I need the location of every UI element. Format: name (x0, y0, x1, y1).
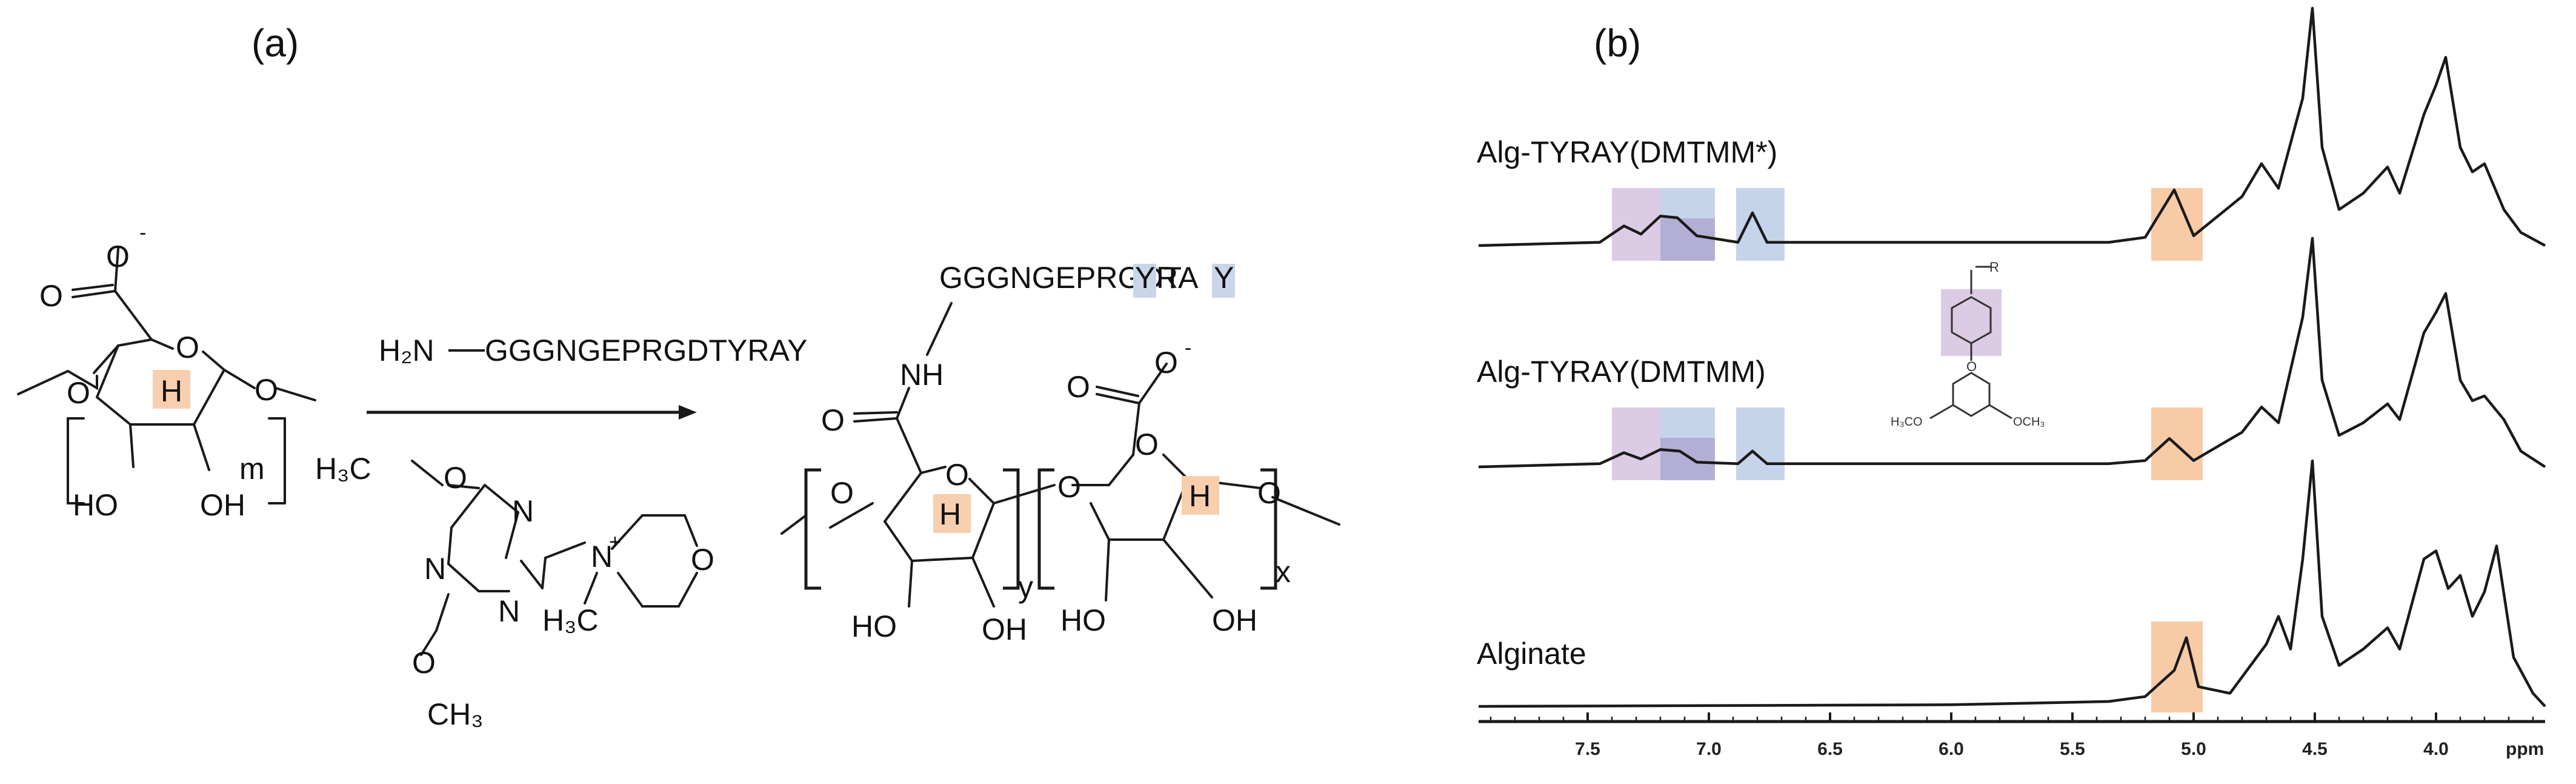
spectrum-line-3 (1478, 459, 2546, 708)
dmtmm-h3c-top: H₃C (315, 452, 371, 486)
dmtmm-n2: N (424, 552, 446, 586)
product-structure (780, 302, 1340, 608)
product-amide-o: O (821, 403, 845, 437)
product-brackets (804, 468, 1277, 590)
product-amide-nh: NH (900, 358, 944, 392)
dmtmm-n1: N (512, 494, 534, 528)
spectra (1478, 7, 2546, 708)
dmtmm-ch3: CH₃ (427, 697, 484, 731)
product-ho-1: HO (851, 609, 897, 643)
blue-box-2 (1736, 188, 1785, 261)
reactant-o-top: O (106, 240, 130, 273)
product-oh-2: OH (1212, 603, 1257, 637)
reagent-amine: H₂N (379, 333, 434, 367)
product-ho-2: HO (1060, 603, 1106, 637)
product-peptide-mid: RA (1156, 261, 1199, 295)
inset-structure (1929, 266, 2012, 420)
dmtmm-o-top: O (444, 461, 467, 495)
product-ring-o-1: O (945, 458, 969, 492)
reactant-index-m: m (239, 452, 265, 486)
product-h1-highlight (933, 494, 971, 533)
product-tyr-highlight-2 (1212, 264, 1235, 298)
product-peptide-y2: Y (1214, 261, 1234, 295)
product-h-2: H (1189, 479, 1211, 513)
x-tick-label: 6.5 (1817, 739, 1843, 759)
dmtmm-o-bottom: O (412, 646, 436, 680)
overlap-box-1 (1660, 218, 1715, 261)
reactant-bridge-o-left: O (67, 376, 90, 410)
reactant-ring-o: O (176, 330, 199, 364)
product-index-y: y (1018, 570, 1033, 604)
product-h-1: H (939, 497, 961, 531)
product-carbonyl-o: O (1067, 370, 1090, 404)
dmtmm-n-plus: N (591, 540, 613, 574)
purple-box-2 (1612, 407, 1666, 480)
x-tick-label: 5.0 (2181, 739, 2206, 759)
reactant-h: H (161, 374, 182, 408)
purple-box-1 (1612, 188, 1666, 261)
dmtmm-n-methyl: H₃C (542, 603, 599, 637)
x-tick-label: 4.5 (2302, 739, 2328, 759)
reagent-peptide: GGGNGEPRGDTYRAY (485, 333, 807, 367)
panel-label-a: (a) (251, 21, 299, 65)
orange-box-1 (2151, 188, 2203, 261)
inset-och3: OCH₃ (2013, 415, 2045, 429)
inset-r: R (1989, 260, 1999, 275)
product-bridge-o-left: O (830, 476, 854, 510)
product-h2-highlight (1182, 476, 1219, 515)
product-linker-o: O (1057, 470, 1081, 504)
overlap-box-2 (1660, 438, 1715, 480)
dmtmm-n3: N (498, 594, 520, 628)
blue-box-4 (1736, 407, 1785, 480)
inset-o: O (1966, 359, 1977, 374)
dmtmm-plus: + (609, 531, 621, 554)
product-oh-1: OH (982, 612, 1027, 646)
spectrum-line-2 (1478, 236, 2546, 469)
spectrum-line-1 (1478, 7, 2546, 247)
x-tick-label: 5.5 (2060, 739, 2085, 759)
product-index-x: x (1276, 555, 1291, 589)
x-tick-label: 6.0 (1939, 739, 1964, 759)
product-peptide-y1: Y (1135, 261, 1155, 295)
dmtmm-morph-o: O (691, 543, 714, 577)
product-tyr-highlight-1 (1133, 264, 1156, 298)
reactant-oh: OH (200, 488, 245, 522)
x-tick-label: 4.0 (2423, 739, 2449, 759)
reactant-structure (17, 247, 316, 504)
reactant-ho: HO (73, 488, 118, 522)
series-label-2: Alg-TYRAY(DMTMM) (1477, 355, 1766, 389)
reactant-charge: - (139, 221, 146, 244)
reaction-arrow (367, 405, 697, 420)
anomeric-h-highlight (153, 370, 190, 409)
series-label-1: Alg-TYRAY(DMTMM*) (1477, 135, 1777, 169)
product-bridge-o-right: O (1257, 476, 1281, 510)
x-axis-unit: ppm (2506, 739, 2544, 759)
product-charge: - (1185, 337, 1191, 360)
x-tick-label: 7.0 (1696, 739, 1722, 759)
spectrum-highlights (1612, 188, 2203, 712)
reactant-bridge-o-right: O (255, 373, 278, 407)
reactant-carbonyl-o: O (39, 279, 63, 313)
x-axis (1479, 712, 2545, 723)
product-carboxylate-o: O (1154, 346, 1178, 380)
product-ring-o-2: O (1135, 427, 1159, 461)
x-tick-label: 7.5 (1575, 739, 1600, 759)
panel-label-b: (b) (1594, 21, 1641, 65)
dmtmm-structure (411, 460, 698, 656)
series-label-3: Alginate (1477, 637, 1586, 671)
inset-h3co: H₃CO (1891, 415, 1923, 429)
